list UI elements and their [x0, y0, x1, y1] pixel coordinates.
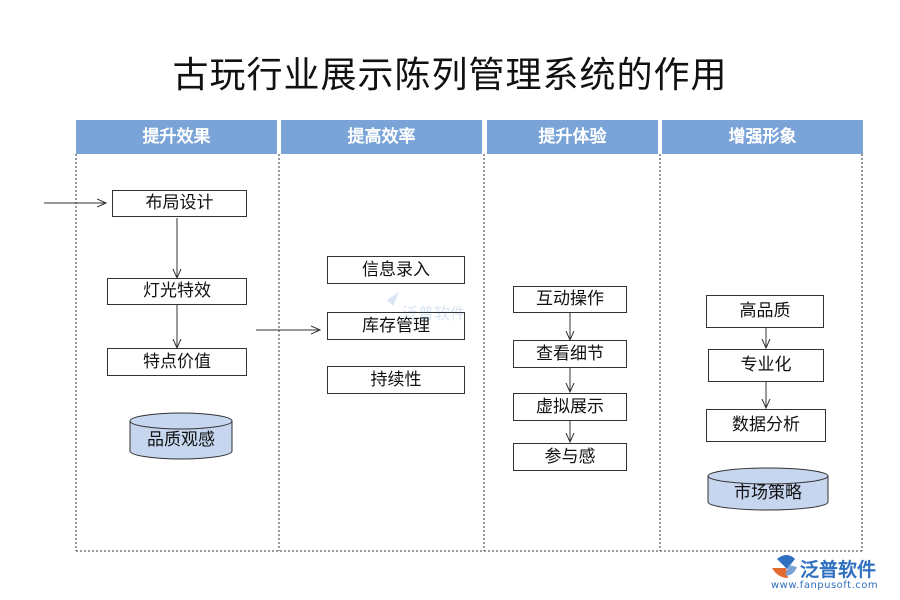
node-interactive-operation: 互动操作	[513, 286, 627, 313]
node-high-quality: 高品质	[706, 295, 824, 328]
brand-name: 泛普软件	[800, 559, 877, 581]
cylinder-market	[707, 467, 829, 511]
brand-url: www.fanpusoft.com	[771, 580, 879, 591]
watermark-text: 泛普软件	[402, 304, 467, 323]
lane-header-image: 增强形象	[662, 120, 863, 154]
node-quality-perception: 品质观感	[147, 430, 215, 450]
page-title: 古玩行业展示陈列管理系统的作用	[172, 55, 728, 96]
node-lighting-effects: 灯光特效	[107, 278, 247, 305]
node-feature-value: 特点价值	[107, 348, 247, 376]
node-virtual-display: 虚拟展示	[513, 393, 627, 421]
node-professionalization: 专业化	[708, 349, 824, 382]
node-participation: 参与感	[513, 443, 627, 471]
node-data-analysis: 数据分析	[706, 409, 826, 442]
lane-header-experience: 提升体验	[487, 120, 658, 154]
node-view-details: 查看细节	[513, 340, 627, 368]
node-sustainability: 持续性	[327, 366, 465, 394]
node-market-strategy: 市场策略	[734, 483, 802, 503]
node-inventory-management: 库存管理	[327, 312, 465, 340]
cylinder-quality	[129, 412, 233, 460]
lane-header-efficiency: 提高效率	[281, 120, 482, 154]
lane-header-effect: 提升效果	[76, 120, 277, 154]
brand-logo-icon	[772, 555, 797, 578]
node-info-entry: 信息录入	[327, 256, 465, 284]
node-layout-design: 布局设计	[112, 190, 247, 217]
